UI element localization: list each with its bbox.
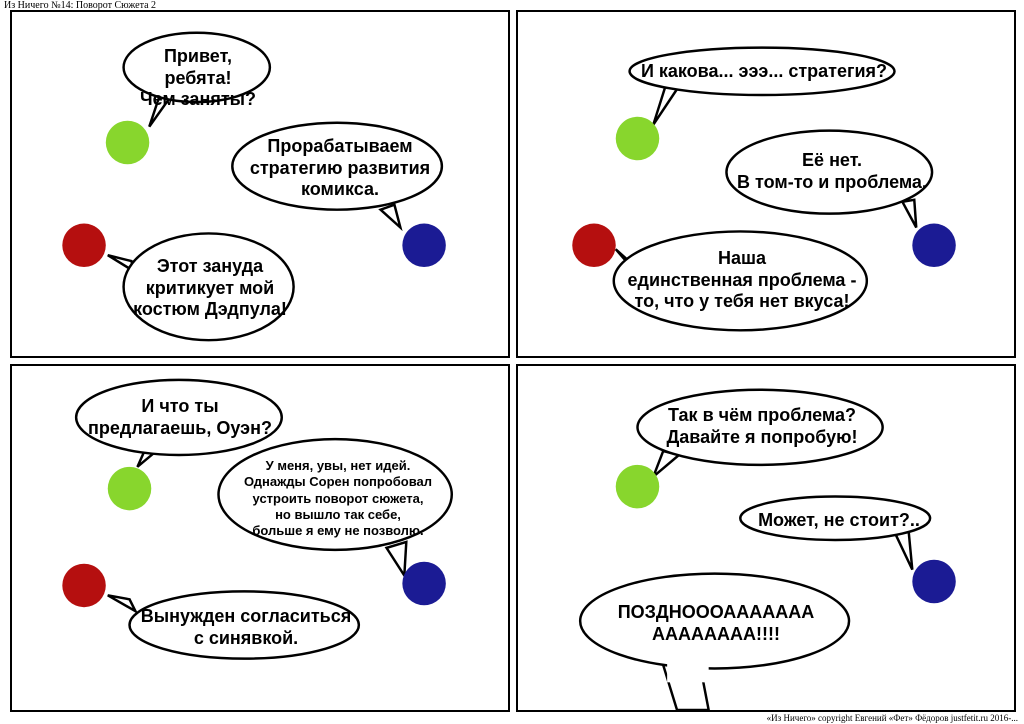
speech-green: Привет, ребята!Чем заняты? (139, 46, 256, 110)
red-character (62, 223, 106, 268)
panel-4-art (578, 388, 956, 710)
panel-3-art (62, 378, 454, 660)
green-character (615, 464, 660, 509)
blue-character (402, 561, 446, 606)
green-character (615, 116, 660, 161)
comic-title: Из Ничего №14: Поворот Сюжета 2 (4, 0, 157, 11)
green-character (105, 120, 150, 165)
panel-2-art (572, 46, 956, 332)
speech-blue: Может, не стоит?.. (758, 510, 920, 530)
speech-blue: У меня, увы, нет идей.Однажды Сорен попр… (243, 458, 433, 538)
green-character (107, 466, 152, 511)
copyright-footer: «Из Ничего» copyright Евгений «Фет» Фёдо… (766, 713, 1018, 723)
blue-character (402, 223, 446, 268)
comic-panel-4: Так в чём проблема?Давайте я попробую! М… (516, 364, 1016, 712)
comic-panel-1: Привет, ребята!Чем заняты? Прорабатываем… (10, 10, 510, 358)
panel-1-art (62, 31, 446, 342)
comic-panel-2: И какова... эээ... стратегия? Её нет.В т… (516, 10, 1016, 358)
speech-blue: Её нет.В том-то и проблема. (737, 150, 927, 192)
red-character (572, 223, 616, 268)
red-character (62, 563, 106, 608)
blue-character (912, 559, 956, 604)
speech-green: Так в чём проблема?Давайте я попробую! (666, 405, 858, 447)
speech-green: И какова... эээ... стратегия? (640, 61, 888, 81)
blue-character (912, 223, 956, 268)
